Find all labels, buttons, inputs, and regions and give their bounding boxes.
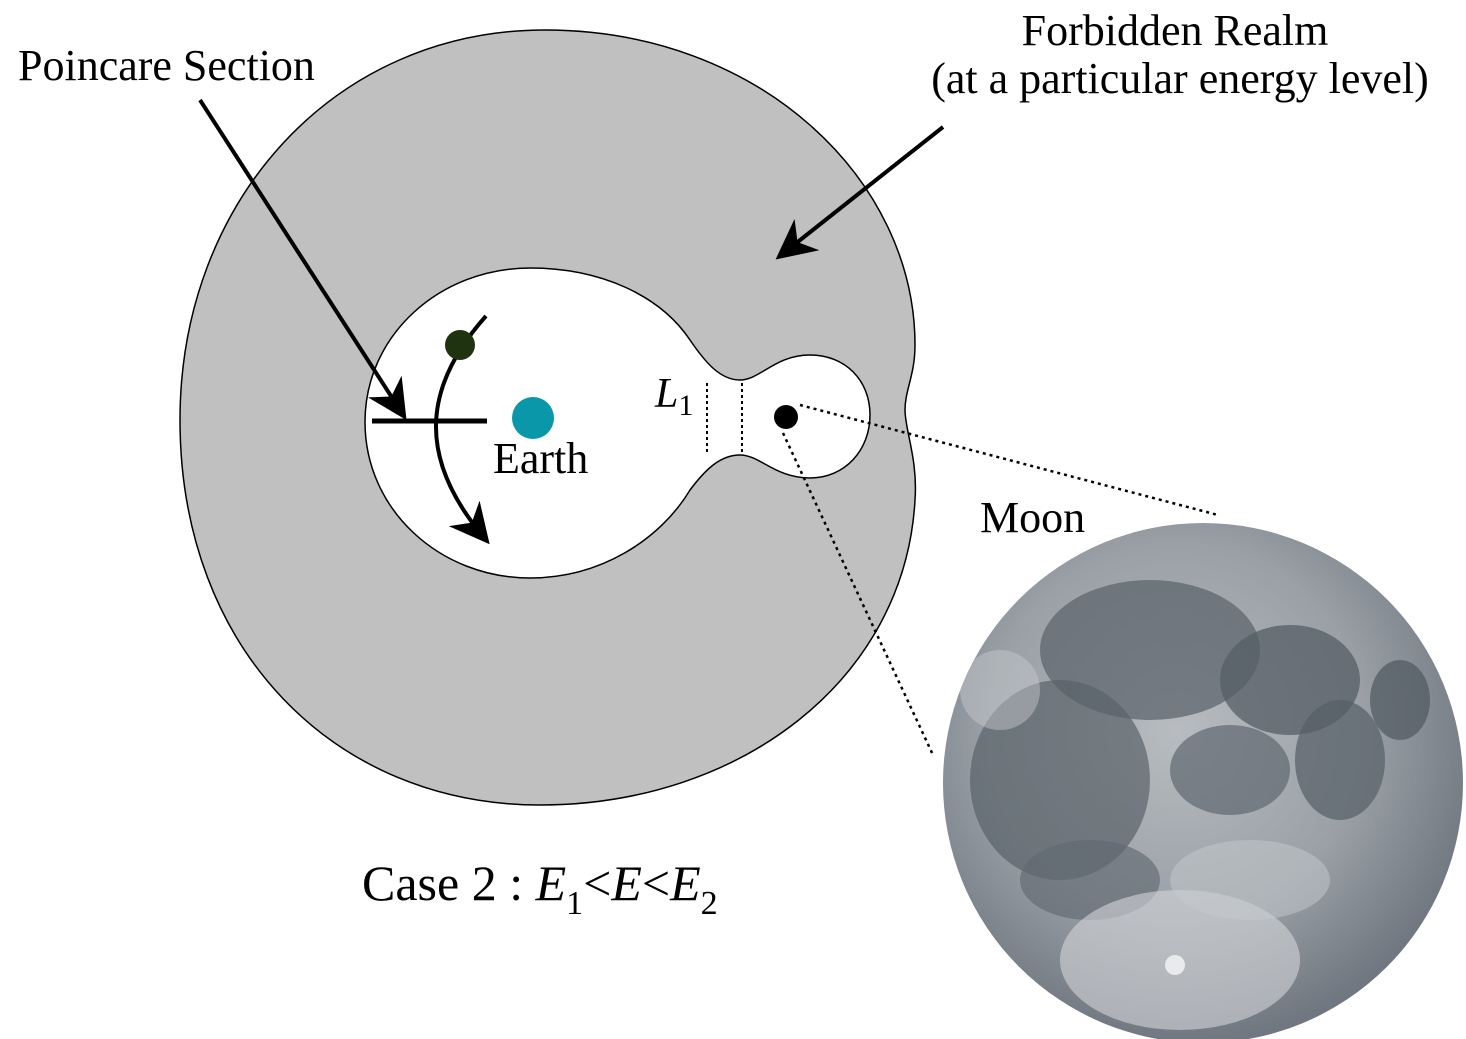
particle-dot — [445, 330, 475, 360]
moon-picture — [943, 523, 1463, 1039]
earth-label: Earth — [493, 434, 588, 483]
forbidden-realm-pointer-arrow — [775, 125, 945, 260]
forbidden-realm-region — [179, 29, 917, 806]
caption-lt2: < — [642, 855, 670, 911]
l1-subscript: 1 — [678, 389, 693, 422]
caption-sub1: 1 — [566, 885, 583, 922]
moon-label: Moon — [980, 493, 1085, 542]
poincare-pointer-arrow — [198, 98, 407, 421]
forbidden-realm-label-line2: (at a particular energy level) — [931, 54, 1429, 103]
l1-letter: L — [654, 371, 678, 417]
caption-e: E — [610, 855, 642, 911]
caption-e1: E — [535, 855, 567, 911]
caption-prefix: Case 2 : — [362, 855, 536, 911]
moon-leader-line-top — [799, 403, 1219, 517]
caption-lt1: < — [583, 855, 611, 911]
moon-leader-line-bottom — [781, 432, 935, 756]
forbidden-realm-label-line1: Forbidden Realm — [1022, 6, 1329, 55]
caption-e2: E — [669, 855, 701, 911]
l1-label: L1 — [654, 371, 693, 422]
earth-dot — [512, 397, 554, 439]
caption-sub2: 2 — [701, 885, 718, 922]
poincare-section-label: Poincare Section — [18, 41, 315, 90]
case-caption: Case 2 : E1<E<E2 — [362, 855, 718, 922]
moon-dot — [774, 405, 798, 429]
